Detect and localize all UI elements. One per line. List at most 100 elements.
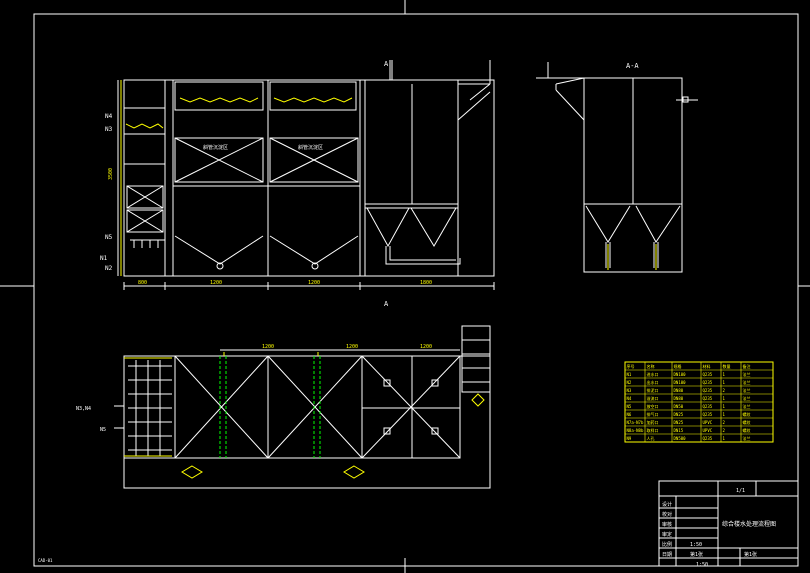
- title-block-row-1-label: 校对: [662, 511, 672, 518]
- nozzle-table-cell: Q235: [703, 412, 713, 417]
- elevation-label-n1: N1: [100, 255, 108, 262]
- nozzle-table-cell: DN80: [674, 396, 684, 401]
- title-block-row-0-label: 设计: [662, 501, 672, 508]
- title-block-row-2-label: 审核: [662, 521, 672, 528]
- nozzle-table-cell: 1: [723, 412, 726, 417]
- nozzle-table-header: 规格: [674, 363, 682, 369]
- nozzle-table-cell: 法兰: [743, 403, 751, 409]
- nozzle-table-cell: 法兰: [743, 435, 751, 441]
- nozzle-table-cell: DN100: [674, 372, 687, 377]
- nozzle-table-cell: 法兰: [743, 395, 751, 401]
- nozzle-table-cell: Q235: [703, 380, 713, 385]
- elevation-dim-3: 1200: [308, 280, 320, 286]
- nozzle-table-cell: 进水口: [647, 371, 659, 377]
- nozzle-table-cell: Q235: [703, 404, 713, 409]
- title-block-row-4-value: 1:50: [690, 542, 702, 548]
- nozzle-table-cell: UPVC: [703, 428, 713, 433]
- nozzle-table-cell: N6: [627, 412, 632, 417]
- elevation-label-n3: N3: [105, 126, 113, 133]
- nozzle-table-cell: Q235: [703, 388, 713, 393]
- nozzle-table-cell: 法兰: [743, 387, 751, 393]
- nozzle-table-cell: 1: [723, 372, 726, 377]
- plan-marker-icon: [471, 393, 485, 407]
- nozzle-table-cell: 人孔: [647, 435, 655, 441]
- title-block-row-5-label: 日期: [662, 552, 672, 558]
- plan-label-n3-n4: N3,N4: [76, 406, 91, 412]
- plan-dim-3: 1200: [420, 344, 432, 350]
- nozzle-table-cell: DN80: [674, 388, 684, 393]
- section-title: A-A: [626, 62, 639, 70]
- plan-green-channels: [219, 356, 321, 458]
- nozzle-table-cell: 螺纹: [743, 419, 751, 425]
- nozzle-table-cell: 法兰: [743, 379, 751, 385]
- nozzle-table-cell: Q235: [703, 436, 713, 441]
- nozzle-table-cell: 溢流口: [647, 395, 659, 401]
- title-block-row-5-value: 第1张: [690, 551, 703, 558]
- nozzle-table-header: 名称: [647, 363, 655, 369]
- section-mark-bottom: A: [384, 300, 389, 308]
- elevation-label-n4: N4: [105, 113, 113, 120]
- nozzle-table-header: 序号: [627, 363, 635, 369]
- plan-label-n5: N5: [100, 427, 106, 433]
- nozzle-table-cell: 放空口: [647, 403, 659, 409]
- plan-view: [114, 325, 491, 489]
- nozzle-table-cell: DN25: [674, 412, 684, 417]
- title-block: [658, 480, 799, 567]
- zone-label-left: 斜管沉淀区: [203, 144, 228, 151]
- nozzle-table-cell: DN100: [674, 380, 687, 385]
- nozzle-table-cell: 排泥口: [647, 387, 659, 393]
- valve-icon: [216, 262, 224, 270]
- nozzle-table-cell: 加药口: [647, 419, 659, 425]
- elevation-dim-1: 800: [138, 280, 147, 286]
- nozzle-table-cell: 2: [723, 420, 726, 425]
- nozzle-table-cell: Q235: [703, 372, 713, 377]
- plan-dim-1: 1200: [262, 344, 274, 350]
- section-view: [536, 62, 698, 273]
- section-yellow-marks: [607, 244, 657, 270]
- nozzle-table-cell: N3: [627, 388, 632, 393]
- nozzle-table-cell: 螺纹: [743, 427, 751, 433]
- plan-marker-icon: [181, 465, 203, 479]
- nozzle-table-cell: 2: [723, 428, 726, 433]
- nozzle-table-cell: 螺纹: [743, 411, 751, 417]
- title-block-row-4-label: 比例: [662, 541, 672, 548]
- page-label: 第1张: [744, 551, 757, 558]
- elevation-dim-4: 1800: [420, 280, 432, 286]
- nozzle-table-cell: 1: [723, 396, 726, 401]
- nozzle-table-cell: DN15: [674, 428, 684, 433]
- nozzle-table-cell: N9: [627, 436, 632, 441]
- plan-yellow-marks: [124, 352, 485, 479]
- nozzle-table-cell: N2: [627, 380, 632, 385]
- nozzle-table-cell: 1: [723, 380, 726, 385]
- nozzle-table-cell: 1: [723, 436, 726, 441]
- nozzle-table-cell: 排气口: [647, 411, 659, 417]
- title-block-row-3-label: 审定: [662, 531, 672, 538]
- elevation-yellow-marks: [120, 80, 353, 276]
- nozzle-table-cell: N1: [627, 372, 632, 377]
- nozzle-table-cell: N5: [627, 404, 632, 409]
- corner-label: CAD-01: [38, 558, 53, 563]
- valve-icon: [311, 262, 319, 270]
- nozzle-table-cell: DN25: [674, 420, 684, 425]
- plan-marker-icon: [343, 465, 365, 479]
- nozzle-table-header: 数量: [723, 363, 731, 369]
- nozzle-table-cell: N4: [627, 396, 632, 401]
- nozzle-table-cell: 法兰: [743, 371, 751, 377]
- elevation-view: [117, 60, 495, 290]
- elevation-dim-2: 1200: [210, 280, 222, 286]
- sheet-index: 1/1: [736, 488, 745, 494]
- nozzle-table-cell: 出水口: [647, 379, 659, 385]
- nozzle-table-cell: 1: [723, 404, 726, 409]
- valve-icons: [216, 96, 689, 270]
- nozzle-table-header: 备注: [743, 363, 751, 369]
- elevation-label-n5: N5: [105, 234, 113, 241]
- section-mark-top: A: [384, 60, 389, 68]
- nozzle-table-cell: 2: [723, 388, 726, 393]
- nozzle-table-cell: DN50: [674, 404, 684, 409]
- zone-label-right: 斜管沉淀区: [298, 144, 323, 151]
- nozzle-table-cell: 取样口: [647, 427, 659, 433]
- drawing-title: 综合楼水处理流程图: [722, 520, 776, 528]
